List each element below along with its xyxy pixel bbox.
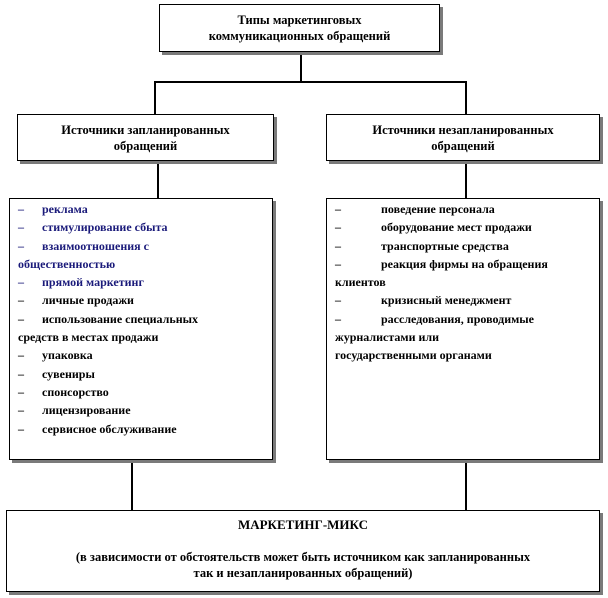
list-item: –транспортные средства — [335, 238, 509, 253]
marketing-mix-title: МАРКЕТИНГ-МИКС — [237, 517, 369, 532]
list-item: –сервисное обслуживание — [18, 421, 177, 436]
list-item: –спонсорство — [18, 384, 109, 399]
connector-planned-header-to-list — [157, 161, 159, 198]
list-item: –оборудование мест продажи — [335, 220, 532, 235]
list-item: –реклама — [18, 202, 88, 216]
list-item: –стимулирование сбыта — [18, 220, 168, 235]
connector-unplanned-list-to-bottom — [465, 460, 467, 510]
list-item: –упаковка — [18, 348, 93, 363]
list-item: –личные продажи — [18, 293, 134, 308]
marketing-mix-box: МАРКЕТИНГ-МИКС (в зависимости от обстоят… — [6, 510, 600, 592]
connector-to-unplanned-header — [465, 81, 467, 114]
top-box-line1: Типы маркетинговых — [237, 13, 362, 27]
connector-planned-list-to-bottom — [131, 460, 133, 510]
unplanned-header-line1: Источники незапланированных — [372, 122, 554, 137]
planned-sources-list: –реклама –стимулирование сбыта –взаимоот… — [9, 198, 273, 460]
unplanned-header-line2: обращений — [431, 138, 495, 153]
planned-header-line2: обращений — [113, 138, 178, 153]
connector-to-planned-header — [154, 81, 156, 114]
connector-unplanned-header-to-list — [465, 161, 467, 198]
marketing-mix-note-line2: так и незапланированных обращений) — [193, 566, 413, 580]
list-item: –прямой маркетинг — [18, 275, 144, 290]
connector-top-down — [300, 52, 302, 82]
unplanned-sources-list: –поведение персонала –оборудование мест … — [326, 198, 600, 460]
marketing-mix-note-line1: (в зависимости от обстоятельств может бы… — [75, 550, 531, 564]
list-item: –лицензирование — [18, 403, 131, 418]
planned-header-line1: Источники запланированных — [61, 122, 230, 137]
top-box-line2: коммуникационных обращений — [208, 29, 391, 43]
list-item: –кризисный менеджмент — [335, 293, 512, 308]
top-box: Типы маркетинговых коммуникационных обра… — [159, 4, 440, 52]
list-item: –сувениры — [18, 366, 95, 381]
unplanned-header-box: Источники незапланированных обращений — [326, 114, 600, 161]
connector-horizontal-top — [154, 81, 466, 83]
list-item: –поведение персонала — [335, 202, 495, 216]
planned-header-box: Источники запланированных обращений — [17, 114, 274, 161]
